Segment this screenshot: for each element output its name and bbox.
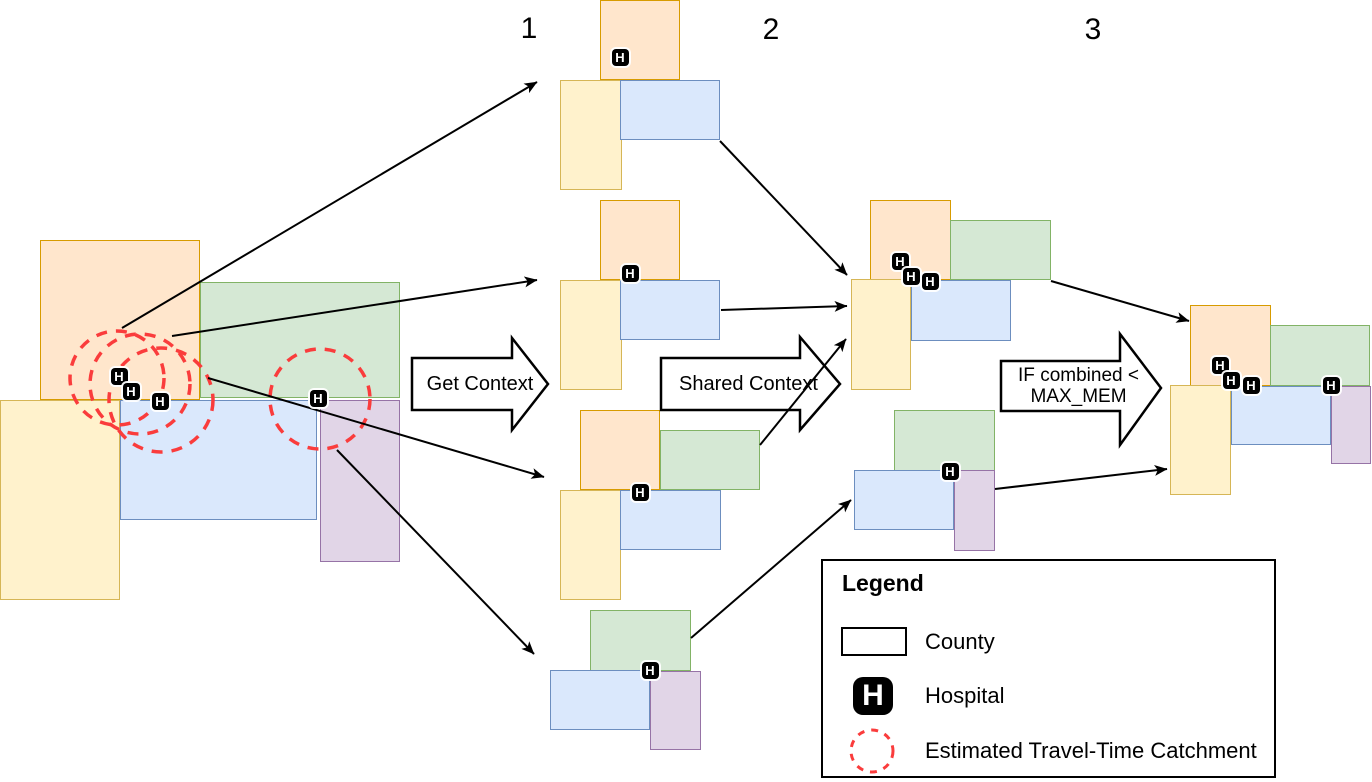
- arrow-map-to-context-4: [336, 449, 535, 655]
- source-map-hospital-icon: H: [309, 389, 327, 407]
- arrow-context4-to-shared2: [690, 499, 852, 639]
- shared-group-1-county-orange: [870, 200, 951, 280]
- arrow-context3-to-shared1: [759, 338, 847, 446]
- source-map-catchment-circle: [268, 347, 372, 451]
- source-map-catchment-circle: [68, 329, 166, 427]
- combined-group-county-yellow: [1170, 385, 1231, 495]
- arrow-shared2-to-combined: [994, 464, 1168, 490]
- context-group-1-county-blue: [620, 80, 720, 140]
- source-map-catchment-circle: [107, 346, 215, 454]
- combined-group-hospital-icon: H: [1222, 371, 1240, 389]
- context-group-3-county-green: [660, 430, 760, 490]
- arrow-context1-to-shared1: [719, 140, 848, 276]
- process-arrow-1-label: Get Context: [426, 372, 534, 395]
- context-group-2-county-orange: [600, 200, 680, 280]
- hospital-icon: H: [853, 677, 893, 715]
- process-arrow-2-label: Shared Context: [679, 372, 818, 395]
- stage-label-2: 2: [762, 13, 780, 46]
- catchment-circles: [68, 329, 372, 454]
- context-group-2-county-yellow: [560, 280, 622, 390]
- shared-group-2-county-purple: [954, 470, 995, 551]
- combined-group-county-blue: [1231, 386, 1331, 445]
- legend-title: Legend: [842, 570, 924, 596]
- shared-group-1-hospital-icon: H: [902, 267, 920, 285]
- source-map-county-blue: [120, 400, 317, 520]
- combined-group-hospital-icon: H: [1322, 376, 1340, 394]
- legend-label-county: County: [925, 628, 995, 654]
- shared-group-1-county-green: [950, 220, 1051, 280]
- stage-label-3: 3: [1084, 13, 1102, 46]
- flow-arrows: [121, 81, 1190, 655]
- combined-group-hospital-icon: H: [1211, 356, 1229, 374]
- legend-box: Legend County H Hospital Estimated Trave…: [821, 559, 1276, 778]
- process-arrow-2-shape: [659, 333, 842, 434]
- process-arrow-shapes: [410, 330, 1163, 449]
- arrow-shared1-to-combined: [1050, 280, 1190, 323]
- stage-label-1: 1: [520, 12, 538, 45]
- arrow-map-to-context-3: [207, 377, 545, 479]
- context-group-1-county-yellow: [560, 80, 622, 190]
- source-map-catchment-circle: [88, 332, 192, 436]
- source-map-county-yellow: [0, 400, 120, 600]
- shared-group-2-county-blue: [854, 470, 954, 530]
- process-arrow-3-shape: [999, 330, 1163, 449]
- shared-group-1-county-blue: [911, 280, 1011, 341]
- arrow-map-to-context-2: [171, 276, 538, 337]
- context-group-1-hospital-icon: H: [611, 48, 629, 66]
- context-group-4-county-blue: [550, 670, 650, 730]
- combined-group-county-purple: [1331, 386, 1371, 464]
- legend-label-catchment: Estimated Travel-Time Catchment: [925, 738, 1257, 763]
- context-group-1-county-orange: [600, 0, 680, 80]
- shared-group-1-hospital-icon: H: [921, 272, 939, 290]
- context-group-2-county-blue: [620, 280, 720, 340]
- shared-group-2-county-green: [894, 410, 995, 471]
- catchment-icon: [849, 728, 895, 774]
- source-map-county-green: [200, 282, 400, 398]
- combined-group-county-green: [1270, 325, 1370, 386]
- context-group-4-county-purple: [650, 671, 701, 750]
- arrow-map-to-context-1: [121, 81, 538, 329]
- context-group-3-hospital-icon: H: [631, 483, 649, 501]
- context-group-2-hospital-icon: H: [621, 264, 639, 282]
- county-swatch: [841, 627, 907, 656]
- process-arrow-3-label: IF combined <MAX_MEM: [1018, 365, 1139, 407]
- context-group-4-hospital-icon: H: [641, 661, 659, 679]
- shared-group-1-county-yellow: [851, 279, 911, 390]
- combined-group-hospital-icon: H: [1242, 376, 1260, 394]
- context-group-3-county-orange: [580, 410, 660, 490]
- legend-row-catchment: Estimated Travel-Time Catchment: [848, 727, 1257, 775]
- shared-group-2-hospital-icon: H: [941, 462, 959, 480]
- legend-label-hospital: Hospital: [925, 683, 1005, 708]
- source-map-hospital-icon: H: [110, 367, 128, 385]
- context-group-4-county-green: [590, 610, 691, 671]
- legend-row-hospital: H Hospital: [853, 677, 1004, 715]
- arrow-context2-to-shared1: [720, 300, 848, 312]
- process-arrow-1-shape: [410, 334, 550, 434]
- legend-row-county: County: [841, 627, 995, 656]
- shared-group-1-hospital-icon: H: [891, 252, 909, 270]
- source-map-county-purple: [320, 400, 400, 562]
- context-group-3-county-yellow: [560, 490, 621, 600]
- source-map-hospital-icon: H: [122, 382, 140, 400]
- source-map-hospital-icon: H: [151, 392, 169, 410]
